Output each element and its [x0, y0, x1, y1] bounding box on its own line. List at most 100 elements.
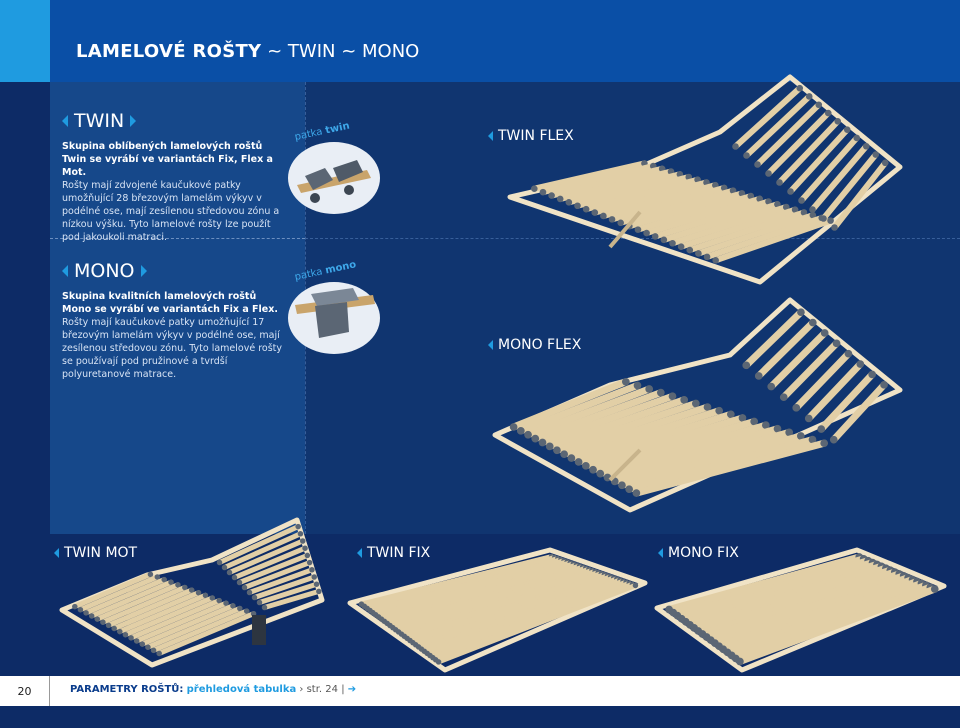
- twin-fix-image: [347, 547, 648, 673]
- slat: [247, 567, 315, 595]
- slat-cap: [798, 197, 805, 204]
- triangle-right-icon: [130, 115, 137, 127]
- slat-cap: [306, 559, 313, 566]
- slat-cap: [202, 592, 209, 599]
- slat: [156, 611, 257, 656]
- slat-cap: [729, 187, 737, 194]
- twin-lead: Skupina oblíbených lamelových roštů Twin…: [62, 141, 273, 178]
- slat-cap: [656, 388, 665, 397]
- slat-cap: [435, 659, 442, 665]
- slat-cap: [251, 594, 258, 601]
- slat-cap: [808, 435, 817, 444]
- slat-cap: [862, 142, 870, 150]
- slat-cap: [617, 219, 624, 227]
- label-twin-flex: TWIN FLEX: [488, 128, 574, 144]
- page-number: 20: [0, 676, 50, 706]
- slat: [151, 608, 250, 653]
- slat-cap: [634, 226, 642, 233]
- slat-cap: [738, 190, 746, 197]
- slat: [436, 582, 638, 665]
- slat-cap: [516, 426, 525, 435]
- triangle-left-icon: [658, 548, 663, 558]
- slat-cap: [756, 195, 763, 203]
- slat-cap: [691, 399, 700, 408]
- slat: [755, 319, 817, 380]
- slat: [767, 329, 829, 391]
- slat-cap: [765, 170, 772, 177]
- slat-cap: [77, 606, 84, 613]
- slat-cap: [128, 635, 134, 641]
- slat: [787, 126, 851, 195]
- slat-cap: [796, 84, 804, 92]
- slat-cap: [643, 229, 650, 237]
- slat-cap: [188, 587, 195, 593]
- slat-cap: [574, 202, 581, 210]
- slat-cap: [738, 414, 747, 422]
- footer-page-ref: › str. 24: [299, 684, 338, 695]
- slat: [557, 168, 675, 202]
- slat-cap: [844, 349, 853, 358]
- slat: [609, 184, 728, 223]
- slat: [227, 538, 306, 575]
- arrow-right-icon[interactable]: ➔: [347, 684, 357, 695]
- slat-cap: [223, 600, 229, 606]
- slat-cap: [230, 603, 236, 609]
- label-twin-fix-text: TWIN FIX: [367, 545, 431, 561]
- slat-cap: [261, 604, 268, 611]
- triangle-left-icon: [54, 548, 59, 558]
- slat: [820, 151, 879, 222]
- slat: [754, 101, 822, 168]
- slat: [262, 588, 322, 610]
- twin-heading: TWIN: [62, 110, 137, 132]
- slat-cap: [660, 236, 668, 244]
- slat-cap: [216, 597, 222, 604]
- slat: [222, 531, 303, 570]
- label-mono-flex-text: MONO FLEX: [498, 337, 582, 353]
- slat: [780, 339, 841, 401]
- slat-cap: [236, 579, 243, 586]
- slat: [106, 587, 195, 628]
- slat-cap: [147, 571, 154, 578]
- slat: [510, 378, 630, 431]
- triangle-left-icon: [62, 115, 68, 127]
- slat: [830, 381, 888, 444]
- slat: [539, 392, 676, 446]
- slat-cap: [773, 424, 782, 433]
- slat: [583, 176, 701, 213]
- slat-cap: [182, 584, 188, 591]
- slat-cap: [785, 428, 794, 437]
- triangle-left-icon: [357, 548, 362, 558]
- slat-cap: [856, 360, 865, 368]
- slat: [548, 165, 666, 199]
- slat: [626, 190, 745, 230]
- slat-cap: [195, 589, 202, 596]
- slat-cap: [930, 585, 939, 593]
- slat: [589, 418, 758, 474]
- footer-separator: |: [341, 684, 345, 695]
- slat-cap: [881, 159, 889, 167]
- slat-cap: [133, 638, 140, 644]
- label-mono-fix: MONO FIX: [658, 545, 739, 561]
- slat-cap: [703, 403, 712, 411]
- slat: [94, 582, 181, 622]
- slat-cap: [139, 641, 146, 647]
- slat-cap: [117, 628, 123, 635]
- slat-cap: [226, 569, 233, 576]
- slat: [582, 414, 746, 470]
- slat: [798, 134, 860, 204]
- slat-cap: [797, 308, 805, 317]
- slat-cap: [776, 179, 783, 186]
- slat-cap: [100, 619, 106, 625]
- slat-cap: [809, 211, 817, 219]
- slat-cap: [309, 567, 315, 573]
- slat: [232, 545, 308, 580]
- slat-cap: [809, 206, 816, 213]
- slat-cap: [726, 410, 735, 419]
- slat: [652, 198, 772, 240]
- slat-cap: [256, 599, 263, 606]
- slat: [732, 85, 803, 150]
- slat-cap: [779, 393, 788, 402]
- slat-cap: [677, 243, 685, 250]
- footer-table-link[interactable]: přehledová tabulka: [186, 684, 297, 695]
- slat-cap: [796, 432, 805, 440]
